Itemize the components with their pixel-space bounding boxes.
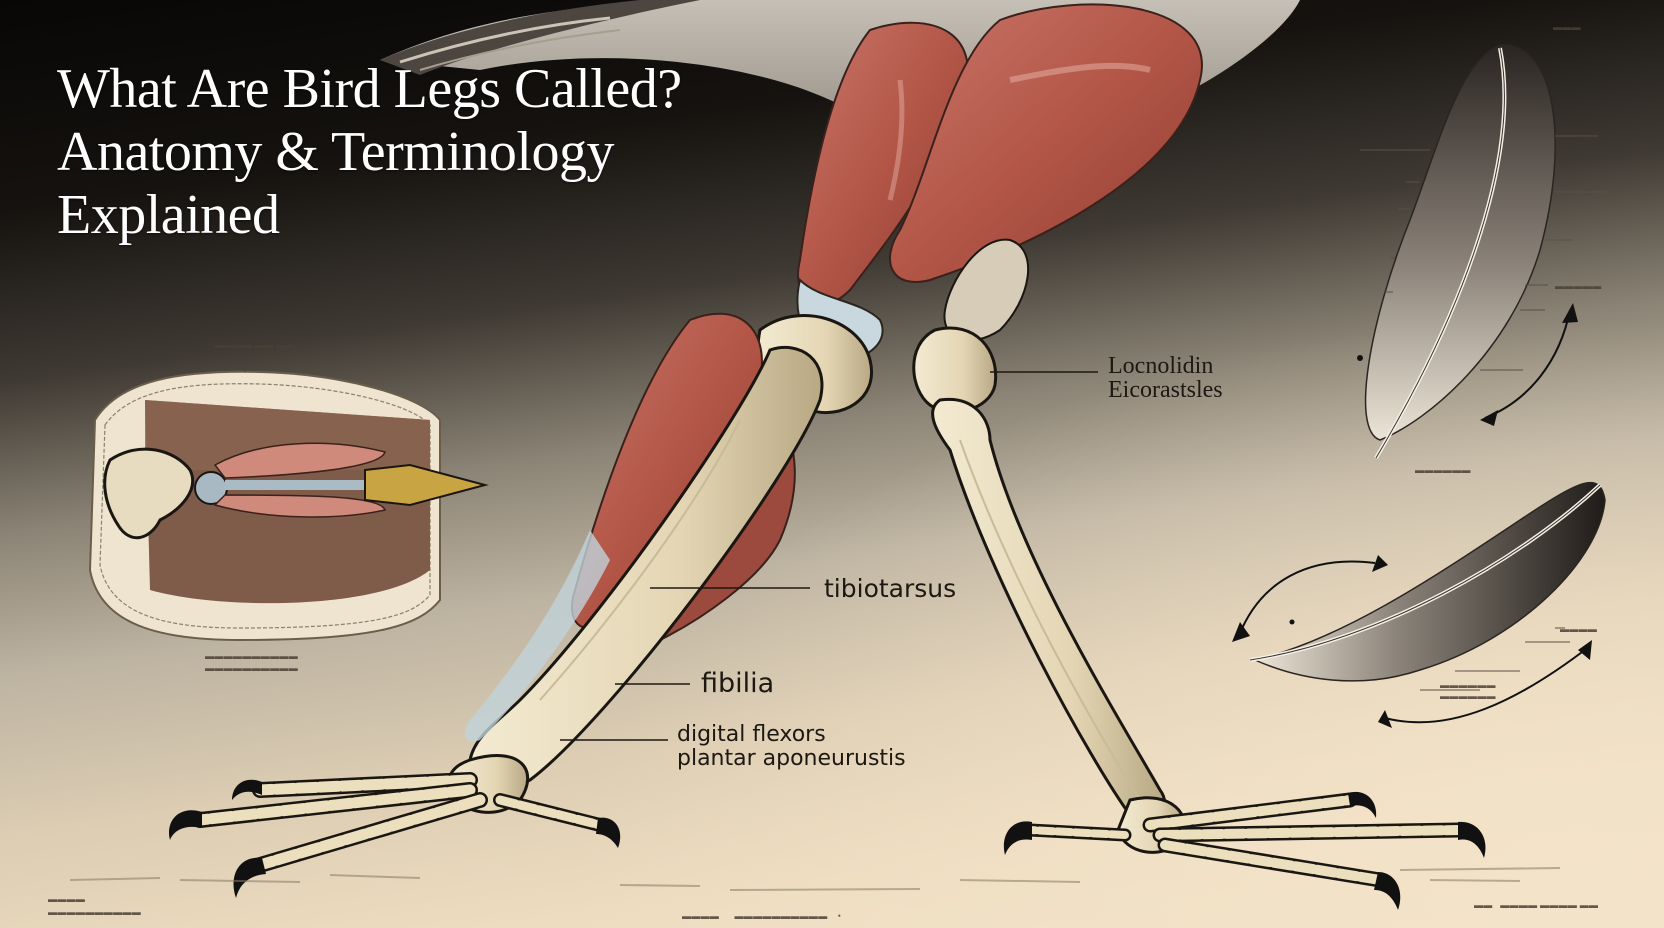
foot-label-line-1: digital flexors <box>677 722 826 747</box>
poster-title: What Are Bird Legs Called? Anatomy & Ter… <box>57 58 682 247</box>
knee-joint-label-line-1: Locnolidin <box>1108 353 1214 379</box>
ground-shading <box>69 867 1561 891</box>
feather-top-caption: ▬▬▬ <box>1553 22 1581 32</box>
feather2-callout-caption: ▬▬▬▬▬▬▬▬▬▬▬▬ <box>1440 680 1496 701</box>
right-leg <box>912 238 1486 910</box>
footer-right-caption: ▬▬ ▬▬▬▬ ▬▬▬▬ ▬▬ <box>1474 900 1599 910</box>
foot-label: digital flexors plantar aponeurustis <box>677 723 906 771</box>
feather2-right-caption: ▬▬▬▬ <box>1560 624 1598 634</box>
tibiotarsus-label: tibiotarsus <box>824 574 957 603</box>
title-line-3: Explained <box>57 184 280 246</box>
knee-joint-label-line-2: Eicorastsles <box>1108 377 1223 403</box>
title-line-1: What Are Bird Legs Called? <box>57 58 682 120</box>
inset-bottom-caption: ▬▬▬▬▬▬▬▬▬▬▬▬▬▬▬▬▬▬▬▬ <box>205 651 298 673</box>
beak-cross-section-inset <box>88 358 489 642</box>
foot-label-line-2: plantar aponeurustis <box>677 746 906 771</box>
fibula-label: fibilia <box>701 668 775 699</box>
feather-right-caption: ▬▬▬▬▬ <box>1555 281 1602 291</box>
flight-feather-diagram <box>1232 481 1606 728</box>
leader-lines <box>560 371 1098 741</box>
right-foot <box>1003 791 1486 910</box>
footer-left-caption: ▬▬▬▬▬▬▬▬▬▬▬▬▬▬ <box>48 894 141 917</box>
knee-joint-label: Locnolidin Eicorastsles <box>1108 354 1223 402</box>
left-foot <box>169 754 621 898</box>
title-line-2: Anatomy & Terminology <box>57 121 614 183</box>
inset-top-caption: ▬▬▬▬ ▬▬ ▬▬ <box>215 340 295 350</box>
left-leg <box>169 3 1203 898</box>
contour-feather-diagram <box>1357 44 1610 460</box>
feather-bottom-caption: ▬▬▬▬▬▬ <box>1415 465 1471 475</box>
footer-center-caption: ▬▬▬▬ ▬▬▬▬▬▬▬▬▬▬ • <box>682 911 842 921</box>
